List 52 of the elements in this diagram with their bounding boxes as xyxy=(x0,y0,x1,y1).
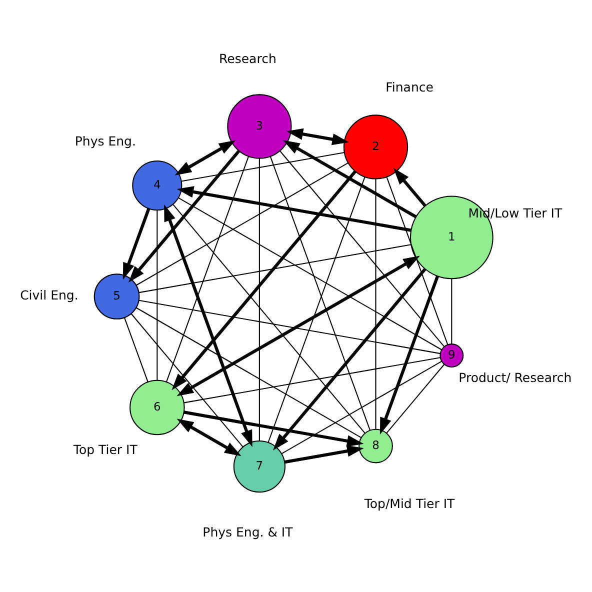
arrow xyxy=(184,410,364,446)
connector xyxy=(138,244,412,293)
node-label: Phys Eng. & IT xyxy=(202,524,293,539)
node-circle: 2 xyxy=(343,114,408,179)
node-label: Top Tier IT xyxy=(73,442,138,457)
connector xyxy=(268,176,366,442)
node-label: Civil Eng. xyxy=(20,287,78,302)
node-circle: 7 xyxy=(233,440,286,492)
node-circle: 9 xyxy=(440,343,464,368)
connector xyxy=(282,360,442,454)
connector xyxy=(138,299,440,354)
node-circle: 4 xyxy=(132,160,182,210)
connector xyxy=(178,197,442,350)
connector xyxy=(136,306,362,438)
connector xyxy=(270,156,370,430)
node-circle: 5 xyxy=(94,273,140,319)
node-label: Phys Eng. xyxy=(74,132,136,148)
connector xyxy=(124,317,148,382)
arrow xyxy=(176,255,420,396)
connector xyxy=(172,204,366,433)
arrow xyxy=(176,418,242,456)
node-label: Finance xyxy=(386,79,434,94)
node-circle: 3 xyxy=(227,94,292,158)
connector xyxy=(375,178,376,429)
arrow xyxy=(174,140,236,175)
connector xyxy=(184,356,440,403)
arrow xyxy=(122,208,150,280)
connector xyxy=(181,151,345,182)
arrow xyxy=(164,204,252,446)
arrow xyxy=(172,170,356,390)
connector xyxy=(386,364,444,433)
connector xyxy=(130,312,244,447)
node-label: Top/Mid Tier IT xyxy=(364,495,455,510)
arrow xyxy=(283,140,417,218)
connector xyxy=(280,150,445,347)
connector xyxy=(451,278,452,344)
node-circle: 8 xyxy=(358,428,393,463)
connector xyxy=(258,158,260,440)
arrow xyxy=(286,128,349,145)
arrow xyxy=(128,149,240,282)
connector xyxy=(386,176,448,344)
arrow xyxy=(284,444,364,464)
node-label: Product/ Research xyxy=(458,369,572,384)
node-circle: 6 xyxy=(130,379,185,435)
arrow xyxy=(176,186,412,232)
arrow xyxy=(273,268,426,450)
connector xyxy=(166,156,249,382)
node-label: Research xyxy=(219,50,276,66)
connector xyxy=(156,210,158,380)
arrow xyxy=(380,275,440,434)
arrow xyxy=(393,168,426,206)
connector xyxy=(136,162,348,286)
